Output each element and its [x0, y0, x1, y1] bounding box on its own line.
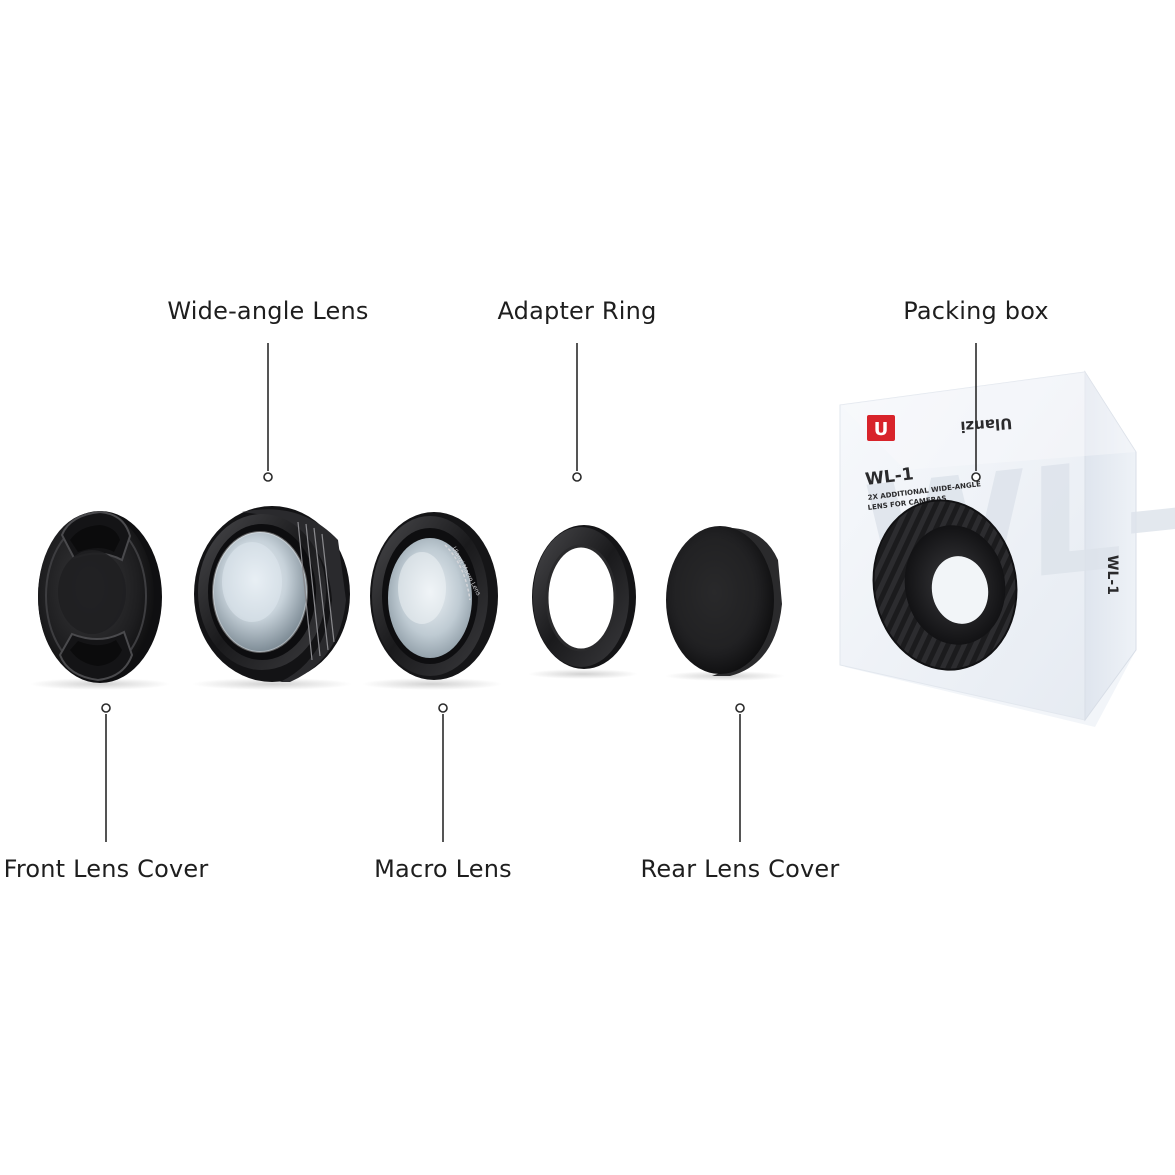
leader-dot-front-lens-cover	[101, 703, 111, 713]
label-front-lens-cover: Front Lens Cover	[3, 855, 209, 883]
macro-lens-image	[370, 512, 498, 680]
packing-box-image: WL-1 U Ulanzi WL-1 2X ADDITIONAL WIDE-AN…	[839, 370, 1175, 727]
label-macro-lens: Macro Lens	[374, 855, 512, 883]
adapter-ring-image	[532, 525, 636, 669]
rear-lens-cover-image	[666, 526, 782, 676]
front-lens-cover-image	[38, 510, 162, 683]
leader-dot-rear-lens-cover	[735, 703, 745, 713]
label-adapter-ring: Adapter Ring	[497, 297, 657, 325]
wide-angle-lens-image	[194, 506, 350, 682]
box-side-model: WL-1	[1104, 555, 1120, 595]
leader-dot-wide-angle-lens	[263, 472, 273, 482]
leader-dot-packing-box	[971, 472, 981, 482]
box-logo: U	[874, 419, 889, 440]
leader-lines	[101, 343, 981, 842]
leader-dot-macro-lens	[438, 703, 448, 713]
box-brand: Ulanzi	[960, 414, 1013, 436]
label-rear-lens-cover: Rear Lens Cover	[640, 855, 840, 883]
label-packing-box: Packing box	[903, 297, 1049, 325]
label-wide-angle-lens: Wide-angle Lens	[167, 297, 369, 325]
leader-dot-adapter-ring	[572, 472, 582, 482]
